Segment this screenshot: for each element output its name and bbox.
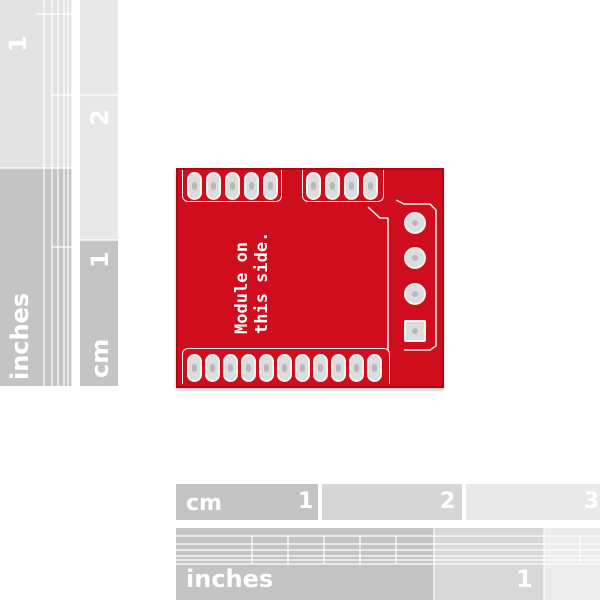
bottom-header-pin (277, 354, 292, 382)
top-left-header-outline (182, 170, 282, 202)
bottom-header-pin (313, 354, 328, 382)
top-left-header-pin (244, 172, 259, 200)
cm-ruler-dark-section (80, 240, 118, 386)
bottom-cm-number-1: 1 (298, 489, 314, 514)
left-inch-label: inches (6, 292, 34, 380)
bottom-cm-ruler-section-3 (466, 484, 600, 520)
bottom-header-pin (241, 354, 256, 382)
bottom-ruler-ticks (176, 528, 600, 600)
side-header-pin (404, 212, 426, 234)
bottom-header-outline (182, 348, 390, 384)
silkscreen-module-text: Module on this side. (232, 231, 272, 334)
bottom-cm-label: cm (186, 491, 222, 516)
bottom-header-pin (349, 354, 364, 382)
side-header-pin (404, 283, 426, 305)
bottom-header-pin (331, 354, 346, 382)
left-inch-number: 1 (4, 35, 32, 52)
bottom-inch-number: 1 (516, 565, 533, 593)
left-cm-number-2: 2 (86, 109, 114, 126)
bottom-header-pin (367, 354, 382, 382)
top-left-header-pin (263, 172, 278, 200)
bottom-header-pin (295, 354, 310, 382)
bottom-cm-number-3: 3 (584, 489, 600, 514)
side-header-pin-square (404, 320, 426, 342)
top-right-header-pin (363, 172, 378, 200)
bottom-cm-number-2: 2 (440, 489, 456, 514)
left-cm-label: cm (86, 338, 114, 378)
bottom-header-pin (205, 354, 220, 382)
bottom-header-pin (259, 354, 274, 382)
silkscreen-lines (367, 199, 437, 351)
bottom-header-pin (223, 354, 238, 382)
top-right-header-pin (325, 172, 340, 200)
bottom-cm-ruler-section-2 (322, 484, 462, 520)
top-right-header-pin (306, 172, 321, 200)
pcb-breakout-board: Module on this side. (176, 168, 444, 388)
inch-ruler-light-section (0, 0, 72, 168)
top-left-header-pin (187, 172, 202, 200)
top-left-header-pin (225, 172, 240, 200)
top-left-header-pin (206, 172, 221, 200)
top-right-header-outline (302, 170, 384, 202)
bottom-header-pin (187, 354, 202, 382)
inch-ruler-dark-section (0, 168, 72, 386)
bottom-cm-ruler-section-1 (176, 484, 318, 520)
cm-ruler-light-section (80, 0, 118, 240)
top-right-header-pin (344, 172, 359, 200)
left-ruler-ticks (0, 0, 118, 386)
bottom-inch-label: inches (186, 565, 274, 593)
side-header-pin (404, 247, 426, 269)
left-cm-number-1: 1 (86, 251, 114, 268)
